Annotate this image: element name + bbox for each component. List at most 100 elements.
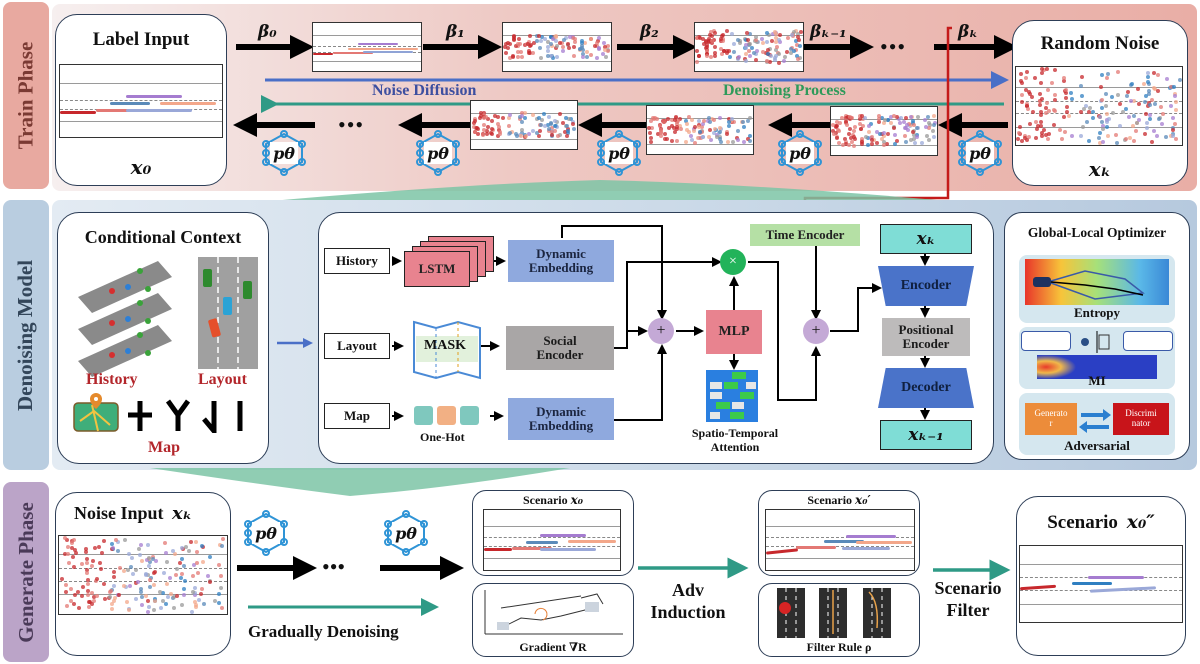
noise-point <box>109 607 114 612</box>
noise-point <box>673 129 678 134</box>
noise-point <box>174 572 179 577</box>
noise-point <box>700 134 705 139</box>
beta-2: β₂ <box>640 22 659 42</box>
final-scenario-card: Scenario x₀″ <box>1016 496 1186 656</box>
noise-point <box>794 43 799 48</box>
noise-point <box>589 37 594 42</box>
noise-point <box>708 127 713 132</box>
noise-point <box>496 125 501 130</box>
noise-point <box>80 593 85 598</box>
noise-point <box>1091 115 1096 120</box>
noise-point <box>542 124 547 129</box>
noise-point <box>511 34 516 39</box>
mi-heatmap <box>1037 355 1157 379</box>
noise-point <box>870 142 875 147</box>
noise-point <box>472 130 477 135</box>
noise-point <box>717 115 722 120</box>
noise-point <box>844 122 849 127</box>
discriminator-box: Discrimi nator <box>1113 403 1169 435</box>
noise-point <box>714 135 719 140</box>
road-shape-icons <box>128 399 243 433</box>
mask-label: MASK <box>424 338 466 353</box>
noise-point <box>553 129 558 134</box>
noise-point <box>481 133 486 138</box>
noise-point <box>1173 108 1178 113</box>
noise-point <box>563 36 568 41</box>
noise-point <box>859 136 864 141</box>
generator-box: Generato r <box>1025 403 1077 435</box>
noise-point <box>84 546 89 551</box>
positional-encoder-box: Positional Encoder <box>882 318 970 356</box>
noise-point <box>143 572 148 576</box>
noise-point <box>858 122 863 127</box>
noise-point <box>503 51 508 56</box>
noise-point <box>511 55 516 60</box>
noise-point <box>662 119 667 124</box>
noise-point <box>724 29 729 34</box>
noise-point <box>1019 93 1024 98</box>
noise-point <box>1047 109 1052 114</box>
noise-point <box>137 547 142 552</box>
scenario-filter-label: Scenario Filter <box>928 578 1008 621</box>
noise-point <box>1057 127 1062 132</box>
noise-point <box>472 124 477 129</box>
noise-point <box>152 607 157 612</box>
noise-point <box>796 34 801 39</box>
noise-point <box>490 118 495 123</box>
noise-point <box>782 54 787 59</box>
noise-point <box>1079 110 1083 115</box>
noise-point <box>570 36 575 41</box>
p-theta-network-icon-2: pθ <box>414 130 462 176</box>
noise-point <box>857 116 862 121</box>
noise-point <box>1134 121 1139 126</box>
noise-point <box>745 38 750 43</box>
noise-point <box>122 537 127 542</box>
noise-point <box>531 51 536 56</box>
noise-point <box>659 133 664 138</box>
noise-point <box>902 126 907 131</box>
noise-point <box>877 114 882 119</box>
noise-point <box>860 114 865 119</box>
noise-point <box>64 583 69 588</box>
noise-point <box>84 550 89 555</box>
noise-point <box>706 134 711 139</box>
noise-point <box>1104 120 1109 125</box>
noise-point <box>66 561 71 565</box>
noise-point <box>743 59 748 64</box>
noise-point <box>585 49 590 54</box>
noise-point <box>765 58 770 63</box>
noise-point <box>843 141 848 146</box>
noise-point <box>566 45 571 50</box>
noise-point <box>180 556 185 561</box>
noise-point <box>713 50 718 55</box>
noise-point <box>774 35 779 40</box>
noise-point <box>847 127 852 131</box>
noise-point <box>683 139 688 144</box>
noise-point <box>1174 137 1179 142</box>
noise-point <box>163 550 168 555</box>
noise-point <box>1023 76 1028 81</box>
noise-point <box>145 598 150 603</box>
noise-point <box>932 120 937 125</box>
noise-point <box>931 129 936 134</box>
noise-point <box>563 130 568 135</box>
noise-point <box>580 48 585 53</box>
noise-point <box>905 122 909 127</box>
noise-point <box>1043 132 1048 137</box>
noise-point <box>836 140 841 145</box>
noise-point <box>122 584 127 589</box>
noise-point <box>889 120 894 125</box>
noise-point <box>496 114 501 119</box>
noise-point <box>725 132 730 137</box>
noise-point <box>670 118 675 123</box>
noise-point <box>523 111 527 116</box>
noise-point <box>709 117 714 122</box>
noise-point <box>597 47 602 52</box>
noise-point <box>1039 123 1044 128</box>
history-road-layers-icon <box>78 261 172 377</box>
noise-point <box>766 33 771 38</box>
noise-point <box>1033 135 1038 140</box>
noise-point <box>197 597 202 602</box>
noise-point <box>847 142 852 147</box>
noise-point <box>471 121 476 125</box>
